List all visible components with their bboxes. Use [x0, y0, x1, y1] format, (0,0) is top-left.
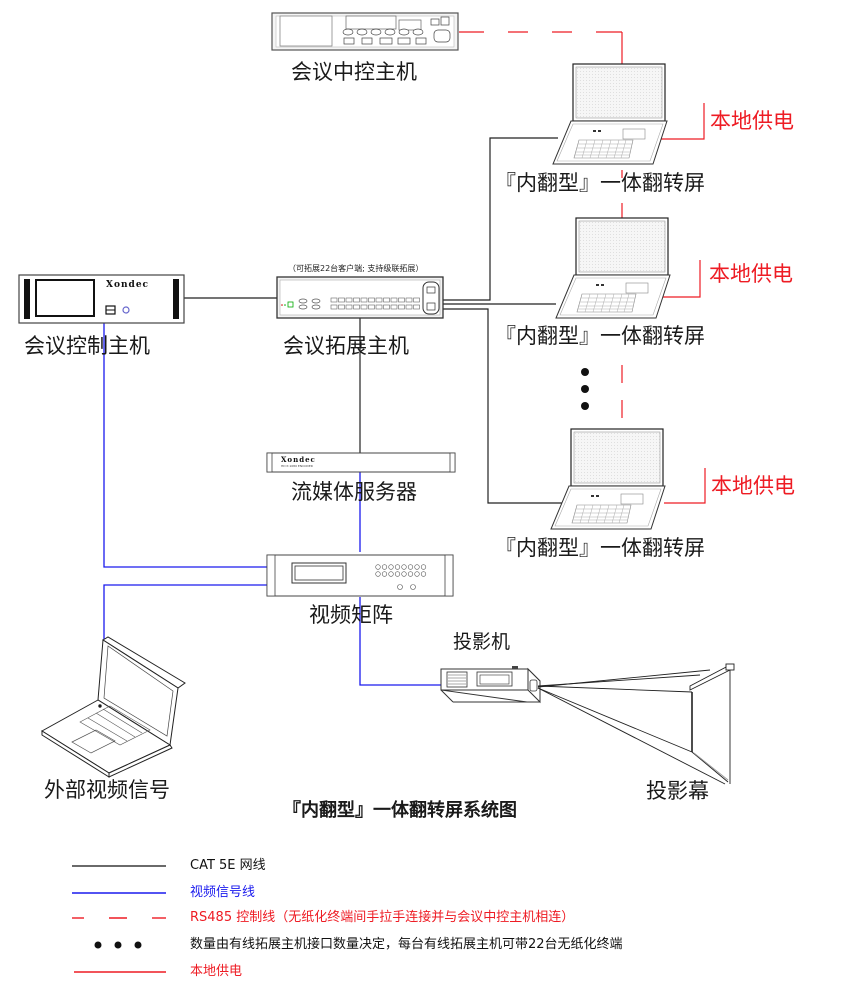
network-port — [413, 297, 420, 303]
expansion-host-note: （可拓展22台客户端; 支持级联拓展） — [288, 264, 424, 273]
network-port — [338, 297, 345, 303]
matrix-button — [414, 564, 420, 570]
expansion-host-device — [276, 276, 444, 319]
flip-screen-laptop-3 — [550, 428, 666, 530]
matrix-button — [394, 571, 401, 577]
network-port — [368, 297, 375, 303]
legend-video-text: 视频信号线 — [190, 885, 256, 900]
matrix-button — [375, 564, 381, 570]
expansion-host-label: 会议拓展主机 — [283, 334, 409, 358]
matrix-knob — [397, 584, 403, 590]
cat5e-cables — [184, 137, 566, 504]
network-port — [353, 304, 360, 310]
legend-cat5e-text: CAT 5E 网线 — [190, 858, 266, 873]
control-host-brand: Xondec — [106, 280, 150, 290]
network-port — [360, 297, 368, 303]
matrix-button — [388, 564, 394, 570]
matrix-knob — [410, 584, 416, 590]
power-lines — [660, 103, 706, 504]
matrix-button — [381, 564, 388, 570]
matrix-button — [401, 564, 407, 570]
legend-dots — [94, 941, 142, 949]
matrix-button — [401, 571, 407, 577]
diagram-title: 『内翻型』一体翻转屏系统图 — [283, 800, 517, 821]
video-matrix-device — [266, 554, 454, 597]
matrix-button — [420, 564, 427, 570]
matrix-button — [414, 571, 420, 577]
network-port — [360, 304, 368, 310]
streaming-server-brand: Xondec — [281, 455, 316, 464]
network-port — [383, 297, 390, 303]
network-port — [398, 304, 405, 310]
network-port — [375, 304, 383, 310]
network-port — [405, 304, 413, 310]
legend-power-text: 本地供电 — [190, 964, 243, 979]
ellipsis-dots — [581, 368, 589, 410]
video-matrix-label: 视频矩阵 — [309, 603, 393, 627]
network-port — [345, 297, 353, 303]
projection-screen-label: 投影幕 — [646, 779, 709, 803]
legend-samples — [72, 865, 166, 973]
network-port — [390, 304, 398, 310]
projector-label: 投影机 — [453, 631, 511, 653]
network-port — [413, 304, 420, 310]
flip-screen-laptop-1 — [552, 63, 668, 165]
control-host-label: 会议控制主机 — [24, 334, 150, 358]
legend-dots-text: 数量由有线拓展主机接口数量决定，每台有线拓展主机可带22台无纸化终端 — [190, 937, 623, 952]
streaming-server-device — [266, 452, 456, 473]
network-port — [368, 304, 375, 310]
network-port — [383, 304, 390, 310]
flip-screen-laptop-2 — [555, 217, 671, 319]
external-video-laptop — [41, 636, 186, 778]
power-label-1: 本地供电 — [710, 109, 794, 133]
streaming-server-model: HD P-1080 ENCODER — [281, 464, 313, 468]
matrix-button — [381, 571, 388, 577]
network-port — [353, 297, 360, 303]
video-cables — [103, 323, 441, 686]
matrix-button — [388, 571, 394, 577]
network-port — [375, 297, 383, 303]
network-port — [338, 304, 345, 310]
flip-screen-label-3: 『内翻型』一体翻转屏 — [495, 536, 705, 560]
central-control-host-label: 会议中控主机 — [291, 60, 417, 84]
matrix-button — [394, 564, 401, 570]
network-port — [398, 297, 405, 303]
legend-rs485-text: RS485 控制线（无纸化终端间手拉手连接并与会议中控主机相连） — [190, 910, 575, 925]
flip-screen-label-2: 『内翻型』一体翻转屏 — [495, 324, 705, 348]
matrix-button — [420, 571, 427, 577]
power-label-3: 本地供电 — [711, 474, 795, 498]
rs485-cable — [459, 31, 623, 418]
control-host-device — [18, 274, 185, 324]
central-control-host-device — [271, 12, 459, 51]
network-port — [330, 304, 338, 310]
matrix-button — [407, 564, 414, 570]
network-port — [345, 304, 353, 310]
power-label-2: 本地供电 — [709, 262, 793, 286]
flip-screen-label-1: 『内翻型』一体翻转屏 — [495, 171, 705, 195]
external-video-label: 外部视频信号 — [44, 778, 170, 802]
network-port — [405, 297, 413, 303]
projector-device — [440, 666, 541, 704]
matrix-button — [375, 571, 381, 577]
matrix-button — [407, 571, 414, 577]
projection-screen-device — [537, 663, 735, 785]
network-port — [390, 297, 398, 303]
network-port — [330, 297, 338, 303]
streaming-server-label: 流媒体服务器 — [291, 480, 417, 504]
